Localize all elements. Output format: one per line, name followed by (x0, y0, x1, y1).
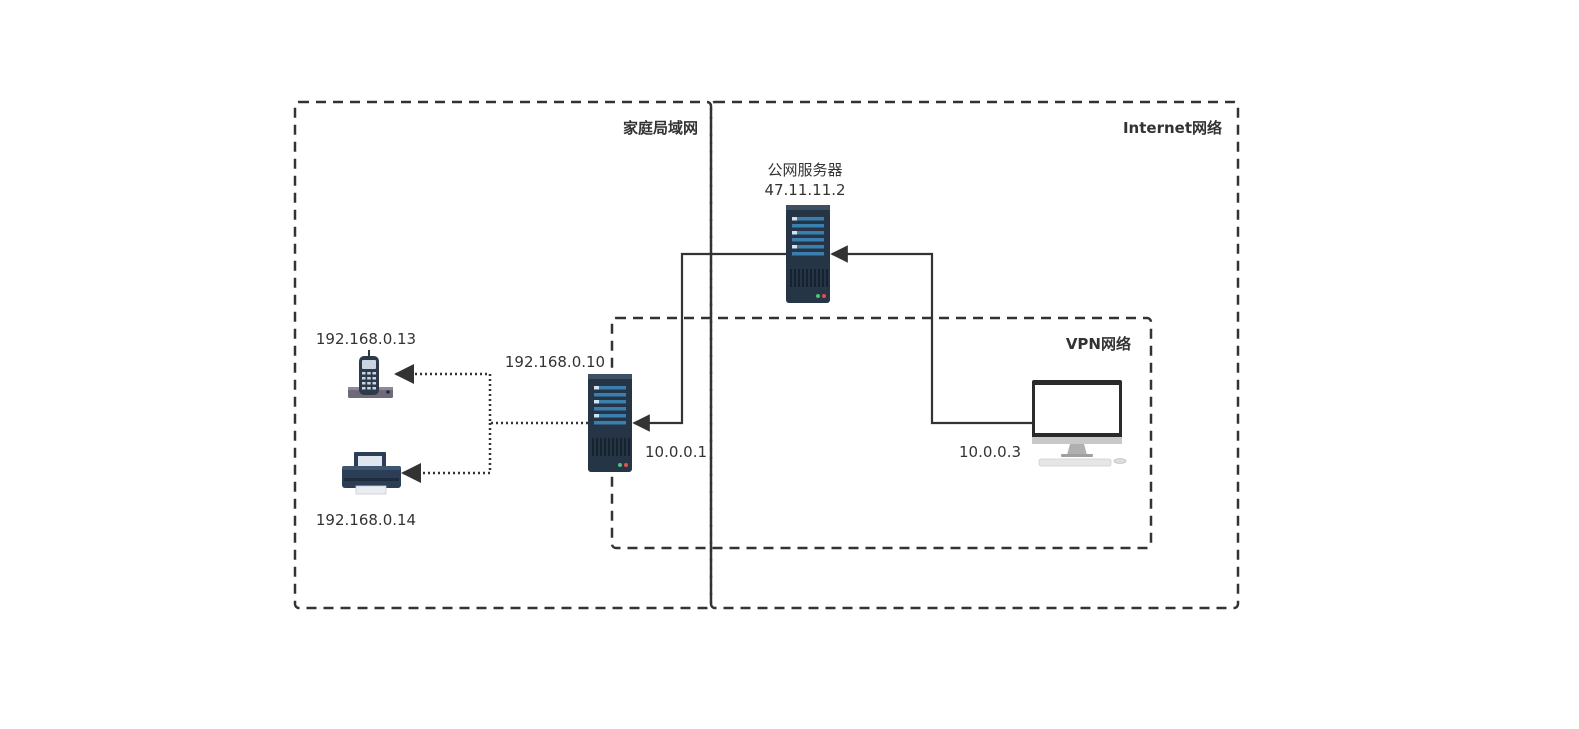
link-client-to-public-server (830, 245, 1032, 425)
public-server-icon (786, 205, 830, 303)
public-server-ip: 47.11.11.2 (764, 181, 845, 199)
link-public-to-home-server (632, 252, 786, 432)
client-vpn-ip: 10.0.0.3 (959, 443, 1021, 461)
public-server-name: 公网服务器 (767, 161, 842, 179)
phone-ip: 192.168.0.13 (316, 330, 416, 348)
home-server-icon (588, 374, 632, 472)
home-server-vpn-ip: 10.0.0.1 (645, 443, 707, 461)
home-server-lan-ip: 192.168.0.10 (505, 353, 605, 371)
printer-icon (342, 452, 401, 495)
internet-label: Internet网络 (1123, 119, 1222, 137)
phone-icon (348, 350, 393, 398)
link-home-server-to-printer (401, 423, 492, 483)
home-lan-zone (293, 100, 713, 610)
printer-ip: 192.168.0.14 (316, 511, 416, 529)
home-lan-label: 家庭局域网 (623, 119, 698, 137)
vpn-label: VPN网络 (1066, 335, 1131, 353)
internet-zone (709, 100, 1240, 610)
desktop-computer-icon (1032, 380, 1127, 467)
link-home-server-to-phone (394, 364, 588, 425)
